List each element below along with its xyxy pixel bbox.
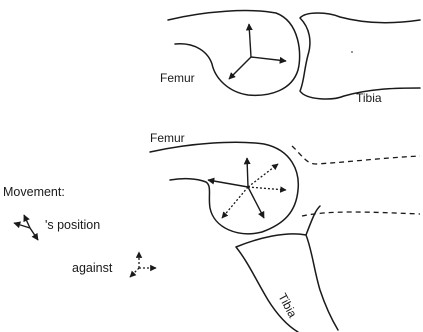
top-knee-figure: Femur Tibia <box>160 11 420 105</box>
bottom-frame-axis-left <box>208 180 248 187</box>
top-frame-axis-diag <box>229 57 251 79</box>
bottom-tibia-coordinate-frame <box>222 164 286 218</box>
top-frame-axis-up <box>249 24 251 57</box>
coordinate-frame-dotted-icon <box>130 252 156 277</box>
bottom-dotted-axis-upright <box>248 164 278 187</box>
top-femur-coordinate-frame <box>229 24 286 79</box>
bottom-femur-label: Femur <box>150 131 185 145</box>
bottom-frame-axis-down <box>248 187 264 218</box>
bottom-dotted-axis-downleft <box>222 187 248 218</box>
top-femur-label: Femur <box>160 71 195 85</box>
legend-line1: 's position <box>45 218 100 232</box>
top-tibia-label: Tibia <box>356 91 382 105</box>
legend-title: Movement: <box>3 185 65 199</box>
top-tibia-outline <box>300 13 420 99</box>
bottom-knee-figure: Femur Tibia <box>150 131 420 332</box>
bottom-femur-coordinate-frame <box>208 158 264 218</box>
bottom-dotted-axis-right <box>248 187 286 190</box>
bottom-frame-axis-up <box>247 158 248 187</box>
bottom-femur-dashed-lower <box>302 212 420 216</box>
movement-legend: Movement: 's position against <box>3 185 156 277</box>
top-frame-axis-right <box>251 57 286 61</box>
coordinate-frame-solid-icon <box>14 215 38 240</box>
bottom-femur-outline <box>150 142 298 233</box>
top-tibia-dot <box>351 51 353 53</box>
legend-line2: against <box>72 261 113 275</box>
bottom-femur-dashed-upper <box>292 146 420 164</box>
